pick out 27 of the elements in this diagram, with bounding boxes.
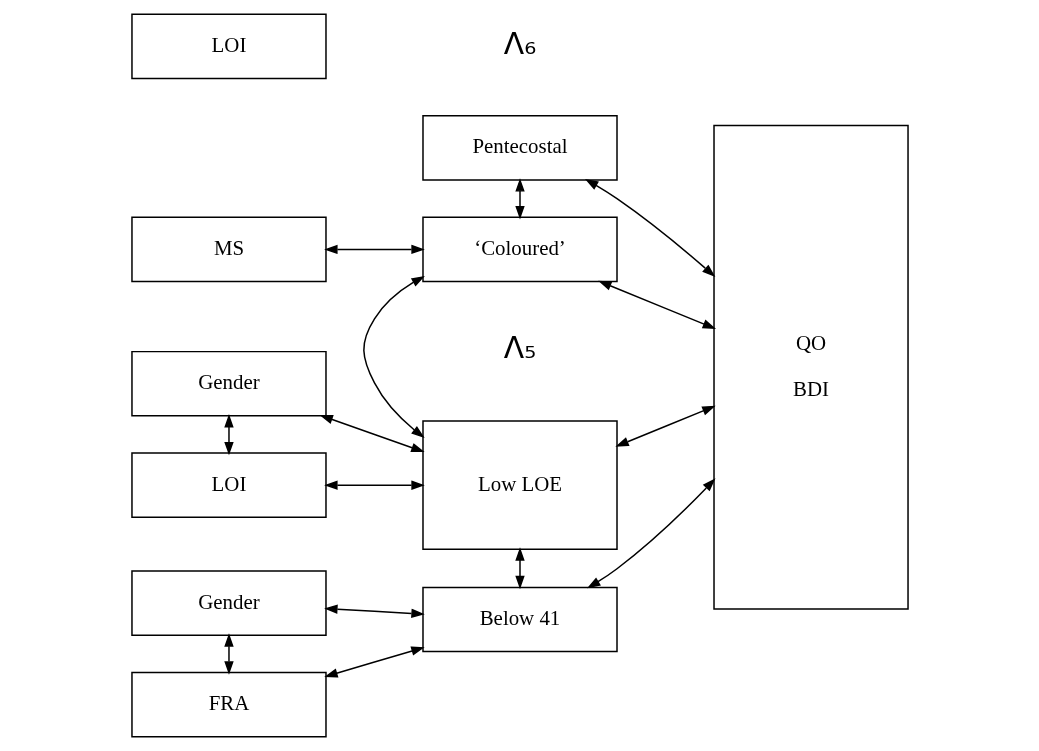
- node-box: LOI: [130, 452, 327, 519]
- label: Λ₆: [503, 25, 536, 61]
- arrow: [584, 178, 715, 278]
- arrow: [323, 244, 425, 255]
- node-box: FRA: [130, 671, 327, 738]
- node-box: Low LOE: [421, 420, 618, 551]
- arrow: [514, 547, 525, 590]
- arrow: [597, 280, 716, 330]
- arrow: [614, 405, 716, 447]
- node-box: MS: [130, 216, 327, 283]
- arrow: [514, 178, 525, 220]
- node-box: Gender: [130, 570, 327, 636]
- node-box: QO BDI: [712, 124, 909, 610]
- node-box: ‘Coloured’: [421, 216, 618, 283]
- arrow: [319, 415, 425, 453]
- arrow: [362, 275, 425, 439]
- node-box: Pentecostal: [421, 115, 618, 181]
- arrow: [323, 646, 425, 678]
- node-box: Gender: [130, 350, 327, 417]
- node-box: LOI: [130, 13, 327, 80]
- arrow: [323, 480, 425, 490]
- label: Λ₅: [503, 330, 536, 366]
- arrow: [323, 604, 425, 619]
- arrow: [586, 478, 716, 589]
- node-box: Below 41: [421, 586, 618, 653]
- arrow: [223, 413, 234, 456]
- arrow: [223, 633, 234, 675]
